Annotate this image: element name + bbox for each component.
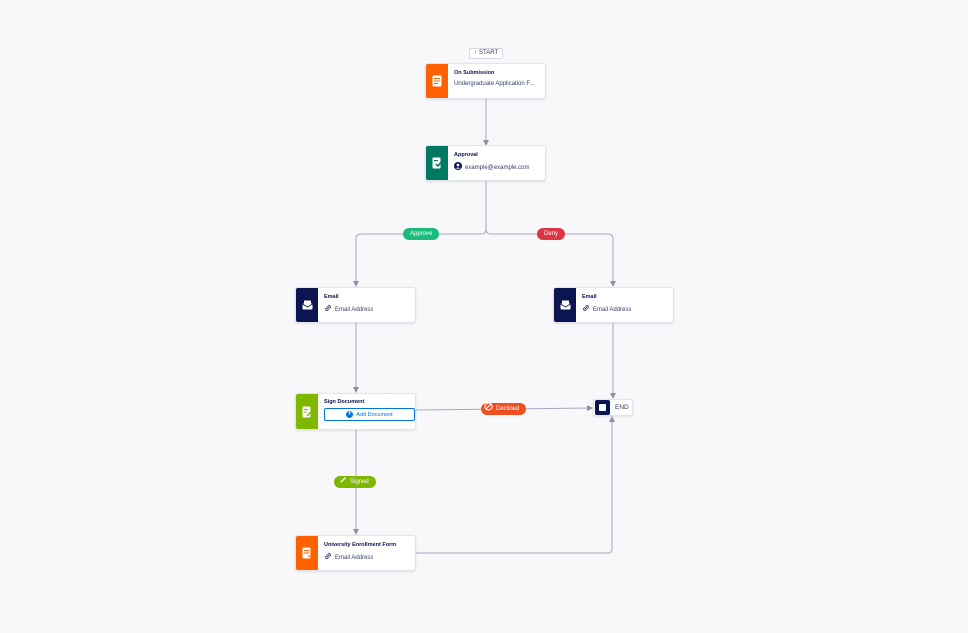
approve-label-text: Approve bbox=[410, 231, 433, 237]
declined-label-text: Declined bbox=[496, 406, 520, 412]
envelope-icon bbox=[554, 288, 576, 322]
link-icon bbox=[324, 304, 332, 316]
node-enrollment-form[interactable]: University Enrollment Form Email Address bbox=[295, 535, 416, 571]
node-subtitle: Email Address bbox=[335, 306, 374, 313]
deny-branch-label[interactable]: Deny bbox=[537, 228, 566, 240]
form-document-icon bbox=[426, 64, 448, 98]
node-title: Sign Document bbox=[324, 399, 365, 405]
node-title: Email bbox=[582, 294, 597, 300]
node-title: Approval bbox=[454, 152, 478, 158]
envelope-icon bbox=[296, 288, 318, 322]
end-node[interactable]: END bbox=[593, 399, 633, 416]
deny-label-text: Deny bbox=[544, 231, 559, 237]
node-subtitle: Email Address bbox=[335, 554, 374, 561]
start-tag: ↑ START bbox=[469, 48, 504, 59]
approval-check-icon bbox=[426, 146, 448, 180]
start-label: START bbox=[479, 50, 499, 56]
add-document-label: Add Document bbox=[356, 411, 393, 418]
plus-circle-icon: + bbox=[346, 411, 354, 418]
link-icon bbox=[582, 304, 590, 316]
node-title: University Enrollment Form bbox=[324, 542, 397, 548]
sign-pen-icon bbox=[339, 476, 347, 489]
node-approval[interactable]: Approval example@example.com bbox=[425, 145, 546, 181]
node-email-deny[interactable]: Email Email Address bbox=[553, 287, 674, 323]
signed-label-text: Signed bbox=[350, 479, 369, 485]
ban-icon bbox=[484, 402, 493, 416]
signed-branch-label[interactable]: Signed bbox=[334, 476, 376, 488]
sign-pen-icon bbox=[296, 394, 318, 429]
form-document-icon bbox=[296, 536, 318, 570]
link-icon bbox=[324, 552, 332, 564]
node-subtitle: Email Address bbox=[593, 306, 632, 313]
node-title: Email bbox=[324, 294, 339, 300]
stop-square-icon bbox=[595, 400, 610, 415]
node-subtitle: example@example.com bbox=[465, 164, 530, 171]
edge-deny-branch bbox=[485, 228, 616, 287]
edge-enrollment-to-end bbox=[416, 416, 615, 554]
node-on-submission[interactable]: On Submission Undergraduate Application … bbox=[425, 63, 546, 99]
declined-branch-label[interactable]: Declined bbox=[481, 402, 527, 416]
node-title: On Submission bbox=[454, 70, 495, 76]
node-email-approve[interactable]: Email Email Address bbox=[295, 287, 416, 323]
node-sign-document[interactable]: Sign Document + Add Document bbox=[295, 393, 416, 430]
start-arrow-icon: ↑ bbox=[474, 50, 477, 56]
approve-branch-label[interactable]: Approve bbox=[403, 228, 440, 240]
end-label: END bbox=[615, 404, 629, 411]
add-document-button[interactable]: + Add Document bbox=[324, 408, 415, 421]
node-subtitle: Undergraduate Application F... bbox=[454, 81, 535, 87]
user-circle-icon bbox=[454, 162, 462, 174]
